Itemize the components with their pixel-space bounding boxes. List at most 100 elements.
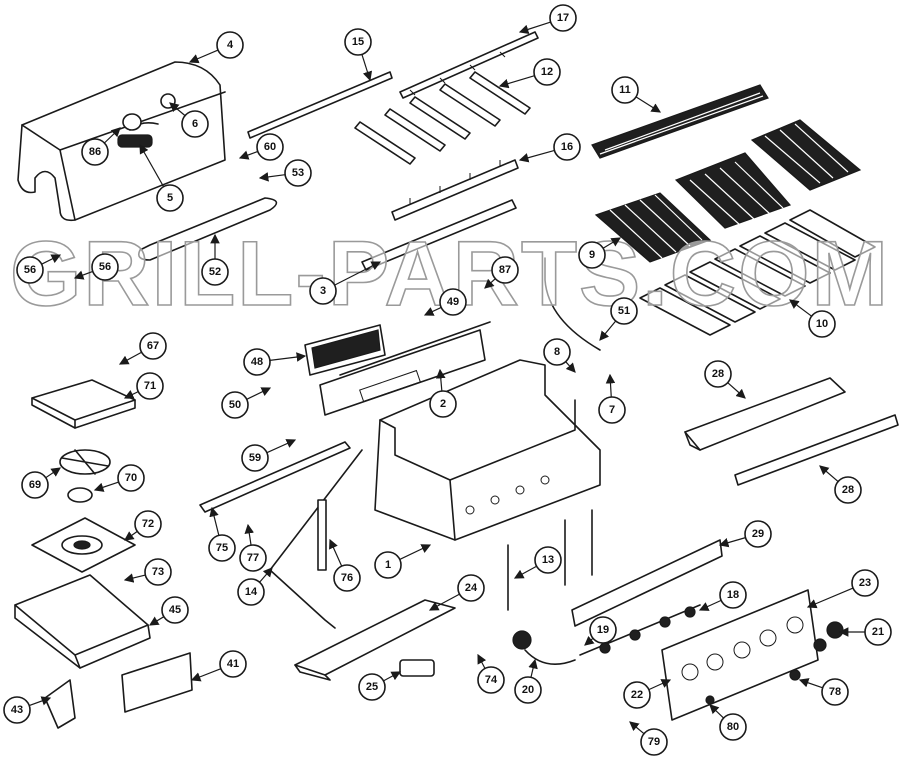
callout-label: 75 bbox=[216, 542, 228, 554]
callout-leader bbox=[334, 261, 382, 286]
callout-label: 74 bbox=[485, 674, 498, 686]
callout-78: 78 bbox=[798, 678, 849, 706]
callout-label: 51 bbox=[618, 305, 630, 317]
callout-label: 59 bbox=[249, 452, 261, 464]
callout-leader bbox=[188, 49, 219, 64]
callout-label: 20 bbox=[522, 684, 534, 696]
callout-leader bbox=[29, 696, 52, 707]
callout-circle bbox=[719, 713, 747, 741]
callout-leader bbox=[602, 237, 622, 249]
handle-bar bbox=[137, 197, 278, 261]
callout-leader bbox=[399, 544, 432, 560]
callout-label: 78 bbox=[829, 686, 841, 698]
regulator-hose bbox=[512, 630, 576, 666]
callout-circle bbox=[358, 673, 386, 701]
callout-label: 43 bbox=[11, 704, 23, 716]
callout-74: 74 bbox=[477, 653, 505, 694]
callout-leader bbox=[209, 506, 220, 536]
callout-24: 24 bbox=[428, 574, 485, 611]
front-rail-75 bbox=[199, 441, 351, 513]
callout-label: 50 bbox=[229, 399, 241, 411]
callout-48: 48 bbox=[243, 348, 307, 376]
bracket-43 bbox=[44, 679, 76, 729]
callout-circle bbox=[284, 159, 312, 187]
callout-circle bbox=[333, 564, 361, 592]
panel-41 bbox=[121, 652, 193, 713]
burners bbox=[354, 71, 531, 165]
callout-leader bbox=[45, 467, 61, 479]
grease-tray bbox=[294, 599, 456, 681]
callout-circle bbox=[543, 338, 571, 366]
callout-circle bbox=[239, 544, 267, 572]
callout-circle bbox=[219, 650, 247, 678]
callout-leader bbox=[798, 678, 823, 689]
callout-label: 19 bbox=[597, 624, 609, 636]
callout-22: 22 bbox=[623, 679, 672, 709]
callout-circle bbox=[598, 396, 626, 424]
callout-leader bbox=[190, 668, 222, 682]
callout-circle bbox=[181, 110, 209, 138]
callout-16: 16 bbox=[518, 133, 581, 163]
callout-circle bbox=[589, 616, 617, 644]
callout-circle bbox=[864, 618, 892, 646]
callout-circle bbox=[309, 277, 337, 305]
callout-label: 22 bbox=[631, 689, 643, 701]
callout-67: 67 bbox=[118, 332, 167, 365]
callout-18: 18 bbox=[698, 581, 747, 611]
callout-circle bbox=[514, 676, 542, 704]
callout-label: 15 bbox=[352, 36, 364, 48]
valves bbox=[579, 604, 701, 656]
callout-label: 69 bbox=[29, 479, 41, 491]
callout-leader bbox=[73, 270, 94, 280]
callout-13: 13 bbox=[513, 546, 562, 579]
flavorizer-bars bbox=[639, 209, 876, 336]
callout-label: 87 bbox=[499, 264, 511, 276]
callout-circle bbox=[578, 241, 606, 269]
callout-50: 50 bbox=[221, 387, 272, 419]
callout-circle bbox=[156, 184, 184, 212]
callout-leader bbox=[518, 21, 551, 34]
control-panel bbox=[661, 589, 819, 721]
callout-label: 24 bbox=[465, 582, 478, 594]
callout-41: 41 bbox=[190, 650, 247, 682]
callout-label: 56 bbox=[99, 261, 111, 273]
callout-circle bbox=[16, 256, 44, 284]
callout-label: 16 bbox=[561, 141, 573, 153]
callout-leader bbox=[148, 616, 165, 626]
callout-label: 86 bbox=[89, 146, 101, 158]
callout-leader bbox=[605, 373, 616, 398]
side-table bbox=[31, 379, 136, 429]
callout-label: 79 bbox=[648, 736, 660, 748]
callout-leader bbox=[246, 387, 272, 400]
callout-45: 45 bbox=[148, 596, 189, 626]
callout-circle bbox=[808, 310, 836, 338]
callout-label: 18 bbox=[727, 589, 739, 601]
callout-label: 70 bbox=[125, 472, 137, 484]
callout-4: 4 bbox=[188, 31, 244, 64]
callout-circle bbox=[491, 256, 519, 284]
callout-label: 76 bbox=[341, 572, 353, 584]
callout-leader bbox=[41, 254, 62, 265]
callout-label: 72 bbox=[142, 518, 154, 530]
callout-circle bbox=[3, 696, 31, 724]
callout-leader bbox=[123, 573, 146, 583]
callout-59: 59 bbox=[241, 439, 297, 472]
callout-23: 23 bbox=[806, 569, 879, 609]
callout-20: 20 bbox=[514, 658, 542, 704]
callout-label: 67 bbox=[147, 340, 159, 352]
callout-52: 52 bbox=[201, 233, 229, 286]
callout-label: 3 bbox=[320, 285, 326, 297]
callout-60: 60 bbox=[238, 133, 284, 161]
callout-87: 87 bbox=[484, 256, 519, 289]
callout-leader bbox=[698, 599, 722, 611]
callout-leader bbox=[806, 587, 854, 609]
callout-leader bbox=[635, 96, 662, 113]
callout-leader bbox=[361, 54, 373, 82]
callout-circle bbox=[91, 253, 119, 281]
drip-trays bbox=[684, 377, 899, 486]
callout-72: 72 bbox=[124, 510, 162, 541]
callout-leader bbox=[718, 537, 746, 548]
callout-label: 45 bbox=[169, 604, 181, 616]
callout-leader bbox=[584, 635, 595, 646]
callout-label: 1 bbox=[385, 559, 391, 571]
